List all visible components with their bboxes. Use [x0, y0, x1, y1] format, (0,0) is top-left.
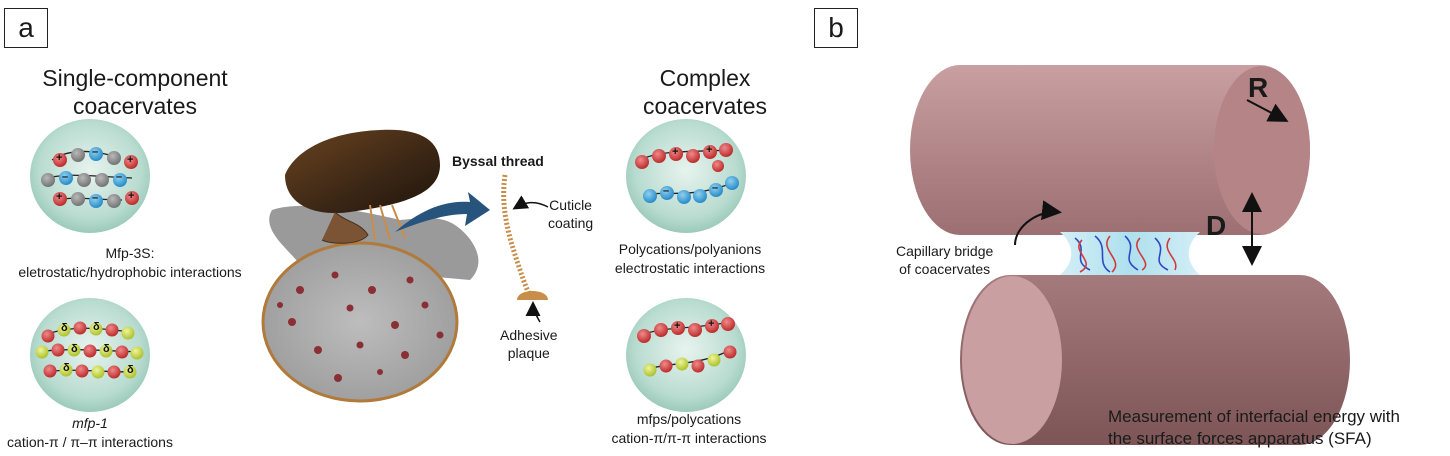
delta-glyph: δ — [127, 364, 134, 376]
minus-glyph: – — [116, 171, 123, 183]
mussel-foot — [321, 211, 369, 244]
complex-heading-line2: coacervates — [642, 93, 767, 119]
byssal-thread — [501, 174, 533, 297]
plus-glyph: + — [674, 320, 681, 332]
caption-polyions-line1: Polycations/polyanions — [618, 241, 762, 257]
droplet-mfps-polycations — [626, 298, 746, 412]
plaque-line1: Adhesive — [500, 327, 558, 343]
plus-glyph: + — [708, 318, 715, 330]
single-heading-line1: Single-component — [42, 65, 228, 91]
delta-glyph: δ — [71, 343, 78, 355]
radius-arrow — [1246, 99, 1289, 122]
caption-mfps-line2: cation-π/π-π interactions — [611, 430, 767, 446]
cuticle-line2: coating — [548, 215, 594, 231]
lower-cylinder — [960, 275, 1350, 445]
byssus-threads — [369, 204, 406, 241]
oval-granules — [277, 271, 444, 382]
minus-glyph: – — [62, 171, 69, 183]
polyion-beads — [635, 143, 739, 204]
plaque-line2: plaque — [507, 345, 550, 361]
delta-glyph: δ — [103, 343, 110, 355]
minus-glyph: – — [712, 182, 719, 194]
droplet-polyions — [626, 119, 746, 233]
caption-polyions: Polycations/polyanions electrostatic int… — [590, 240, 790, 278]
plus-glyph: + — [56, 191, 63, 203]
capillary-bridge — [1060, 232, 1200, 275]
bridge-line1: Capillary bridge — [896, 243, 994, 259]
sfa-caption-line1: Measurement of interfacial energy with — [1108, 407, 1400, 426]
bridge-arrow — [1014, 200, 1062, 246]
caption-mfp3s-line1: Mfp-3S: — [105, 245, 155, 261]
minus-glyph: – — [92, 146, 99, 158]
sfa-caption-line2: the surface forces apparatus (SFA) — [1108, 429, 1372, 448]
bridge-line2: of coacervates — [899, 261, 991, 277]
cuticle-label: Cuticle coating — [548, 196, 593, 232]
panel-label-b: b — [814, 8, 858, 48]
delta-glyph: δ — [93, 321, 100, 333]
distance-label: D — [1206, 210, 1227, 241]
complex-heading: Complex coacervates — [610, 64, 800, 120]
plus-glyph: + — [127, 154, 134, 166]
minus-glyph: – — [92, 192, 99, 204]
caption-mfp3s-line2: eletrostatic/hydrophobic interactions — [18, 264, 242, 280]
cuticle-line1: Cuticle — [549, 197, 592, 213]
single-heading-line2: coacervates — [72, 93, 197, 119]
caption-mfp1-line1: mfp-1 — [72, 415, 108, 431]
caption-mfps: mfps/polycations cation-π/π-π interactio… — [596, 410, 782, 448]
adhesive-plaque — [517, 291, 548, 300]
delta-glyph: δ — [63, 362, 70, 374]
plus-glyph: + — [672, 146, 679, 158]
plaque-arrow — [525, 301, 541, 323]
byssal-thread-label: Byssal thread — [452, 153, 544, 169]
radius-label: R — [1248, 72, 1269, 103]
caption-mfp3s: Mfp-3S: eletrostatic/hydrophobic interac… — [0, 244, 270, 282]
plus-glyph: + — [128, 190, 135, 202]
caption-mfp1: mfp-1 cation-π / π–π interactions — [0, 414, 190, 452]
plus-glyph: + — [56, 152, 63, 164]
droplet-mfp1 — [30, 298, 150, 412]
cuticle-arrow — [512, 195, 549, 210]
mfp1-beads — [35, 321, 144, 379]
caption-polyions-line2: electrostatic interactions — [614, 260, 766, 276]
mussel-shell — [285, 129, 440, 214]
caption-mfps-line1: mfps/polycations — [636, 411, 742, 427]
mfps-beads — [637, 317, 737, 377]
caption-mfp1-line2: cation-π / π–π interactions — [7, 434, 173, 450]
plus-glyph: + — [706, 144, 713, 156]
plaque-label: Adhesive plaque — [500, 326, 558, 362]
zoom-arrow — [395, 192, 490, 232]
bridge-label: Capillary bridge of coacervates — [896, 242, 993, 278]
sfa-caption: Measurement of interfacial energy with t… — [1108, 406, 1400, 450]
mfp3s-beads — [41, 147, 139, 208]
panel-label-a: a — [4, 8, 48, 48]
minus-glyph: – — [663, 185, 670, 197]
single-component-heading: Single-component coacervates — [20, 64, 250, 120]
complex-heading-line1: Complex — [659, 65, 751, 91]
delta-glyph: δ — [61, 322, 68, 334]
droplet-mfp3s — [30, 119, 150, 233]
